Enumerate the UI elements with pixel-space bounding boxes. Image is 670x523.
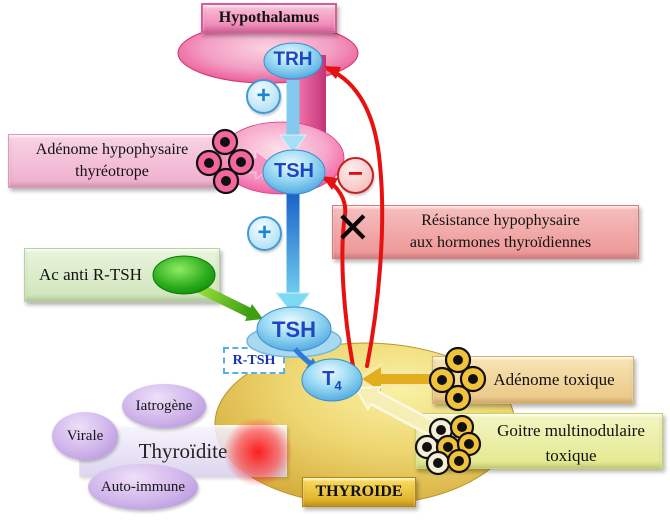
pituitary-adenoma-line2: thyréotrope <box>75 163 149 180</box>
pituitary-adenoma-box: Adénome hypophysaire thyréotrope <box>8 134 216 188</box>
toxic-goiter-line1: Goitre multinodulaire <box>497 421 645 440</box>
pituitary-shape <box>217 121 345 195</box>
thyroiditis-cause-viral: Virale <box>52 412 118 460</box>
plus-sign-icon: + <box>247 216 282 251</box>
toxic-goiter-line2: toxique <box>545 446 597 465</box>
rtsh-receptor-label-box: R-TSH <box>223 347 285 374</box>
t4-subscript: 4 <box>334 378 342 393</box>
ac-anti-rtsh-label: Ac anti R-TSH <box>39 265 142 284</box>
plus-sign-icon: + <box>246 79 281 114</box>
resistance-line1: Résistance hypophysaire <box>421 212 580 229</box>
pituitary-adenoma-line1: Adénome hypophysaire <box>35 141 189 158</box>
tsh-to-receptor-arrow <box>274 193 312 316</box>
hypothalamus-label-box: Hypothalamus <box>201 3 337 33</box>
t4-base: T <box>322 368 335 390</box>
ac-anti-rtsh-box: Ac anti R-TSH <box>24 248 220 302</box>
tsh-receptor-label: TSH <box>272 317 316 342</box>
trh-to-tsh-arrow <box>279 80 307 154</box>
thyroiditis-cause-iatrogenic: Iatrogène <box>122 384 206 428</box>
minus-sign-icon: − <box>337 157 374 194</box>
trh-label: TRH <box>273 49 313 70</box>
cross-mark-icon: × <box>335 194 371 260</box>
toxic-goiter-box: Goitre multinodulaire toxique <box>415 413 663 469</box>
toxic-adenoma-box: Adénome toxique <box>432 356 634 404</box>
thyroid-label-box: THYROIDE <box>302 477 416 507</box>
tsh-pituitary-label: TSH <box>274 160 314 182</box>
inflammation-blob <box>224 418 292 486</box>
t4-label: T4 <box>308 368 356 393</box>
resistance-line2: aux hormones thyroïdiennes <box>409 234 592 251</box>
thyroiditis-cause-autoimmune: Auto-immune <box>88 464 198 510</box>
